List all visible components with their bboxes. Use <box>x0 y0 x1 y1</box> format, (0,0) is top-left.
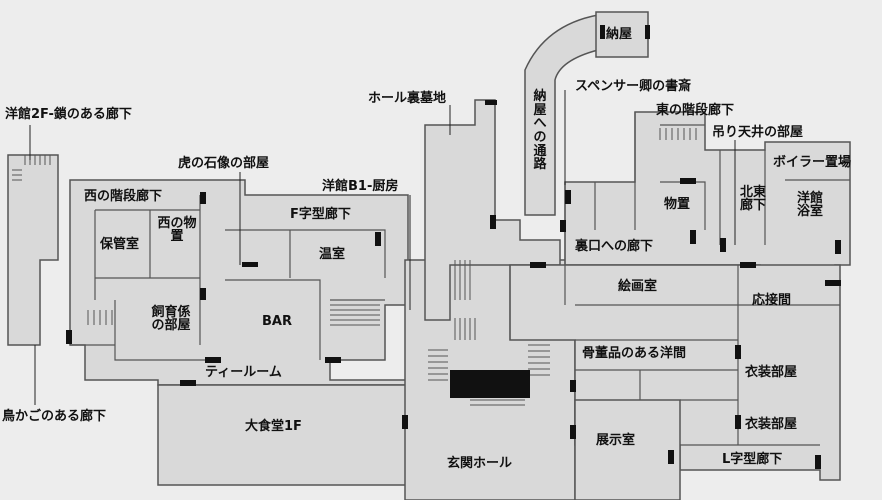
label-uraguchi: 裏口への廊下 <box>575 239 654 254</box>
label-spencer: スペンサー卿の書斎 <box>575 79 692 94</box>
label-nishi-monooki: 西の物置 <box>157 216 197 244</box>
label-hokuto: 北東廊下 <box>739 185 766 213</box>
label-monooki: 物置 <box>664 197 691 212</box>
stair-landing <box>450 370 530 398</box>
label-yokan-b1: 洋館B1-厨房 <box>322 179 399 194</box>
label-yokan-2f: 洋館2F-鎖のある廊下 <box>5 107 132 122</box>
yokan-2f-corridor <box>7 154 59 346</box>
dining-hall-room <box>157 384 409 486</box>
exhibition-room <box>574 399 681 500</box>
label-osetsuma: 応接間 <box>752 293 792 308</box>
label-f-rouka: F字型廊下 <box>290 207 351 222</box>
label-higashi-kaidan: 東の階段廊下 <box>656 103 735 118</box>
label-kottohin: 骨董品のある洋間 <box>582 346 687 361</box>
label-onshitsu: 温室 <box>319 247 346 262</box>
west-wing <box>69 179 409 386</box>
label-genkan: 玄関ホール <box>447 456 513 471</box>
label-l-rouka: L字型廊下 <box>722 452 783 467</box>
label-isho-1: 衣装部屋 <box>745 365 798 380</box>
label-kaigashitsu: 絵画室 <box>618 279 658 294</box>
label-torikago: 鳥かごのある廊下 <box>2 409 107 424</box>
label-hall-ura: ホール裏墓地 <box>368 91 447 106</box>
label-boiler: ボイラー置場 <box>773 155 852 170</box>
label-tsuri-tenjo: 吊り天井の部屋 <box>712 125 804 140</box>
label-nishi-kaidan: 西の階段廊下 <box>84 189 163 204</box>
label-hokanshitsu: 保管室 <box>100 237 140 252</box>
label-nandoe-tsuro: 納屋への通路 <box>533 89 547 173</box>
label-tenjishitsu: 展示室 <box>596 433 636 448</box>
label-isho-2: 衣装部屋 <box>745 417 798 432</box>
label-shiikugakari: 飼育係の部屋 <box>151 305 191 333</box>
label-yokan-yokushitsu: 洋館浴室 <box>796 191 823 219</box>
label-daishokudo: 大食堂1F <box>245 419 302 434</box>
label-tora-sekizo: 虎の石像の部屋 <box>178 156 270 171</box>
label-naya: 納屋 <box>606 27 633 42</box>
label-tea-room: ティールーム <box>205 365 282 380</box>
label-bar: BAR <box>262 314 292 329</box>
